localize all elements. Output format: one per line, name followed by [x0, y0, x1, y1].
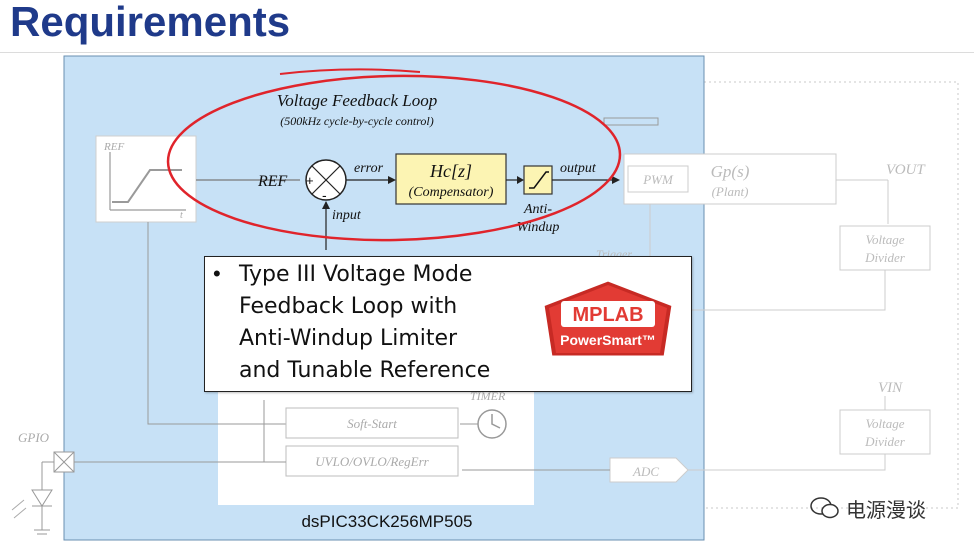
antiwindup-block: [523, 165, 553, 195]
ref-graph-box: [95, 135, 197, 223]
divider-1-feedback: [690, 270, 886, 311]
loop-subtitle: (500kHz cycle-by-cycle control): [280, 114, 433, 128]
limiter-symbol-icon: [529, 171, 549, 189]
error-arrow: [388, 176, 396, 184]
mplab-powersmart-logo: MPLAB PowerSmart™: [541, 278, 675, 359]
voltage-divider-1: [839, 225, 931, 271]
antiwindup-label-2: Windup: [517, 220, 560, 235]
bullet-line-1: Type III Voltage Mode: [239, 262, 473, 287]
ref-ramp-curve: [112, 169, 182, 203]
divider-1-line1: Voltage: [866, 232, 905, 247]
voltage-divider-2: [839, 409, 931, 455]
adc-label: ADC: [632, 464, 659, 479]
led-icon: [31, 489, 53, 507]
timer-hands: [491, 414, 501, 429]
divider-1-line2: Divider: [864, 250, 906, 265]
gpio-label: GPIO: [18, 430, 50, 445]
slide-title: Requirements: [10, 0, 291, 45]
watermark-text: 电源漫谈: [846, 498, 926, 522]
compensator-tf: Hc[z]: [429, 161, 472, 181]
bullet-icon: •: [213, 261, 221, 286]
bullet-line-2: Feedback Loop with: [239, 294, 458, 319]
pwm-label: PWM: [642, 172, 674, 187]
ref-graph-label: REF: [103, 141, 124, 153]
output-label: output: [560, 161, 597, 176]
plus-sign: +: [306, 173, 314, 188]
softstart-ref-line: [147, 222, 286, 425]
uvlo-block: [285, 445, 459, 477]
divider-2-line2: Divider: [864, 434, 906, 449]
title-divider: [0, 52, 974, 53]
softstart-label: Soft-Start: [347, 416, 397, 431]
vin-label: VIN: [878, 380, 903, 396]
softstart-block: [285, 407, 459, 439]
ref-graph-t-label: t: [180, 210, 183, 221]
divider-2-line: [688, 454, 886, 471]
antiwindup-label-1: Anti-: [523, 202, 552, 217]
uvlo-label: UVLO/OVLO/RegErr: [315, 454, 429, 469]
highlight-ellipse-overlap: [279, 68, 421, 75]
logo-powersmart-text: PowerSmart™: [560, 332, 656, 348]
bullet-line-4: and Tunable Reference: [239, 358, 491, 383]
gpio-pin-x2: [53, 451, 75, 473]
logo-mplab-text: MPLAB: [572, 304, 643, 326]
adc-block: [609, 457, 689, 483]
error-label: error: [354, 161, 384, 176]
input-label: input: [332, 208, 362, 223]
comp-out-arrow: [517, 176, 524, 184]
timer-label: TIMER: [470, 389, 506, 403]
callout-box: • Type III Voltage Mode Feedback Loop wi…: [204, 256, 692, 392]
minus-sign: -: [322, 187, 327, 203]
chip-label: dsPIC33CK256MP505: [301, 512, 473, 531]
summing-x-2: [311, 165, 341, 195]
compensator-label: (Compensator): [409, 185, 494, 200]
loop-title: Voltage Feedback Loop: [277, 91, 438, 110]
ref-label: REF: [257, 173, 288, 190]
pwm-indicator: [603, 117, 659, 126]
compensator-block: [395, 153, 507, 205]
highlight-ellipse: [166, 74, 622, 242]
pwm-block: [627, 165, 689, 193]
plant-label: (Plant): [712, 184, 749, 199]
logo-mplab-plate: [561, 301, 655, 327]
led-ray-2: [13, 507, 27, 519]
plant-tf: Gp(s): [711, 162, 750, 181]
divider-2-line1: Voltage: [866, 416, 905, 431]
output-arrow: [612, 176, 620, 184]
feedback-arrow: [322, 201, 330, 209]
wechat-icon: [810, 497, 839, 519]
led-ray-1: [11, 499, 25, 511]
vout-label: VOUT: [886, 162, 926, 178]
bullet-line-3: Anti-Windup Limiter: [239, 326, 458, 351]
